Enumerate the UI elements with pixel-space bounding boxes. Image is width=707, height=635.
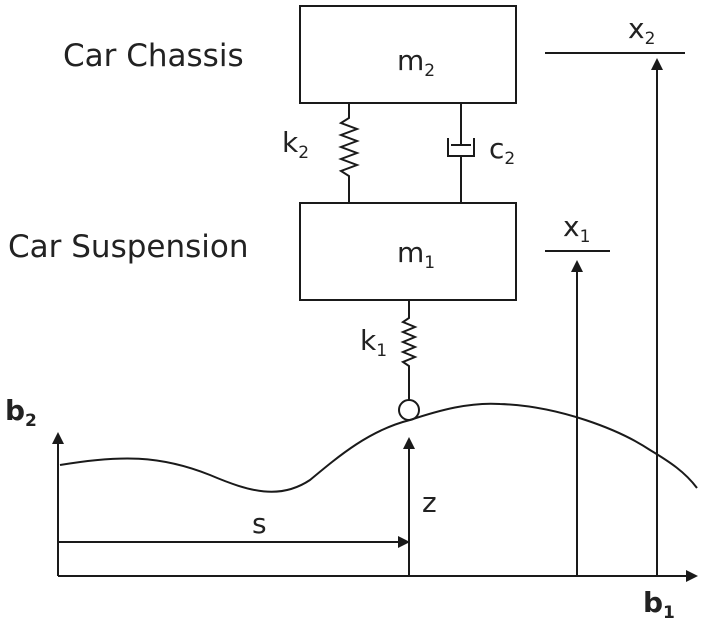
m2-symbol: m2	[397, 44, 435, 81]
suspension-label: Car Suspension	[8, 229, 249, 265]
spring-k2	[338, 103, 360, 203]
c2-symbol: c2	[489, 132, 515, 169]
chassis-label: Car Chassis	[63, 38, 244, 74]
z-symbol: z	[422, 486, 437, 519]
x1-symbol: x1	[563, 210, 590, 247]
spring-k1	[400, 300, 418, 400]
m1-symbol: m1	[397, 236, 435, 273]
b1-symbol: b1	[643, 586, 675, 623]
x2-symbol: x2	[628, 12, 655, 49]
damper-c2	[447, 103, 475, 203]
k1-symbol: k1	[360, 324, 387, 361]
k2-symbol: k2	[282, 126, 309, 163]
s-symbol: s	[252, 507, 267, 540]
chassis-mass-box	[299, 5, 517, 104]
road-profile	[59, 402, 698, 493]
b2-symbol: b2	[5, 394, 37, 431]
